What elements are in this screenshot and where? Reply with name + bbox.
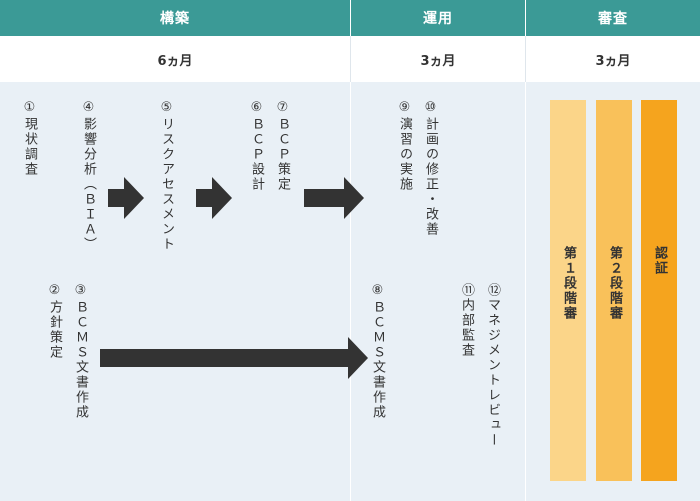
step-7: ⑦ＢＣＰ策定	[275, 100, 290, 192]
phase-duration-operate: 3ヵ月	[351, 36, 525, 82]
arrow-right-icon	[304, 177, 364, 219]
step-6: ⑥ＢＣＰ設計	[249, 100, 264, 192]
step-11: ⑪内部監査	[459, 283, 474, 358]
column-divider	[525, 36, 526, 82]
step-8: ⑧ＢＣＭＳ文書作成	[370, 283, 385, 420]
phase-header-build: 構築	[0, 0, 350, 36]
long-arrow-right-icon	[100, 337, 368, 379]
build-phase-area	[0, 82, 350, 501]
step-12: ⑫マネジメントレビュー	[485, 283, 500, 448]
audit-stage1-label: 第１段階審	[561, 246, 576, 321]
step-3: ③ＢＣＭＳ文書作成	[73, 283, 88, 420]
step-4: ④影響分析（ＢＩＡ）	[81, 100, 96, 252]
step-5: ⑤リスクアセスメント	[159, 100, 174, 252]
step-2: ②方針策定	[47, 283, 62, 360]
column-divider	[350, 0, 351, 501]
column-divider	[525, 0, 526, 501]
arrow-right-icon	[108, 177, 144, 219]
phase-header-operate: 運用	[351, 0, 525, 36]
audit-stage2-label: 第２段階審	[607, 246, 622, 321]
step-10: ⑩計画の修正・改善	[423, 100, 438, 237]
certification-bar: 認証	[641, 100, 677, 481]
arrow-right-icon	[196, 177, 232, 219]
audit-stage1-bar: 第１段階審	[550, 100, 586, 481]
phase-duration-build: 6ヵ月	[0, 36, 350, 82]
phase-duration-audit: 3ヵ月	[526, 36, 700, 82]
certification-label: 認証	[652, 246, 667, 276]
step-1: ①現状調査	[22, 100, 37, 177]
column-divider	[350, 36, 351, 82]
operate-phase-area	[351, 82, 525, 501]
step-9: ⑨演習の実施	[397, 100, 412, 192]
audit-stage2-bar: 第２段階審	[596, 100, 632, 481]
phase-header-audit: 審査	[526, 0, 700, 36]
